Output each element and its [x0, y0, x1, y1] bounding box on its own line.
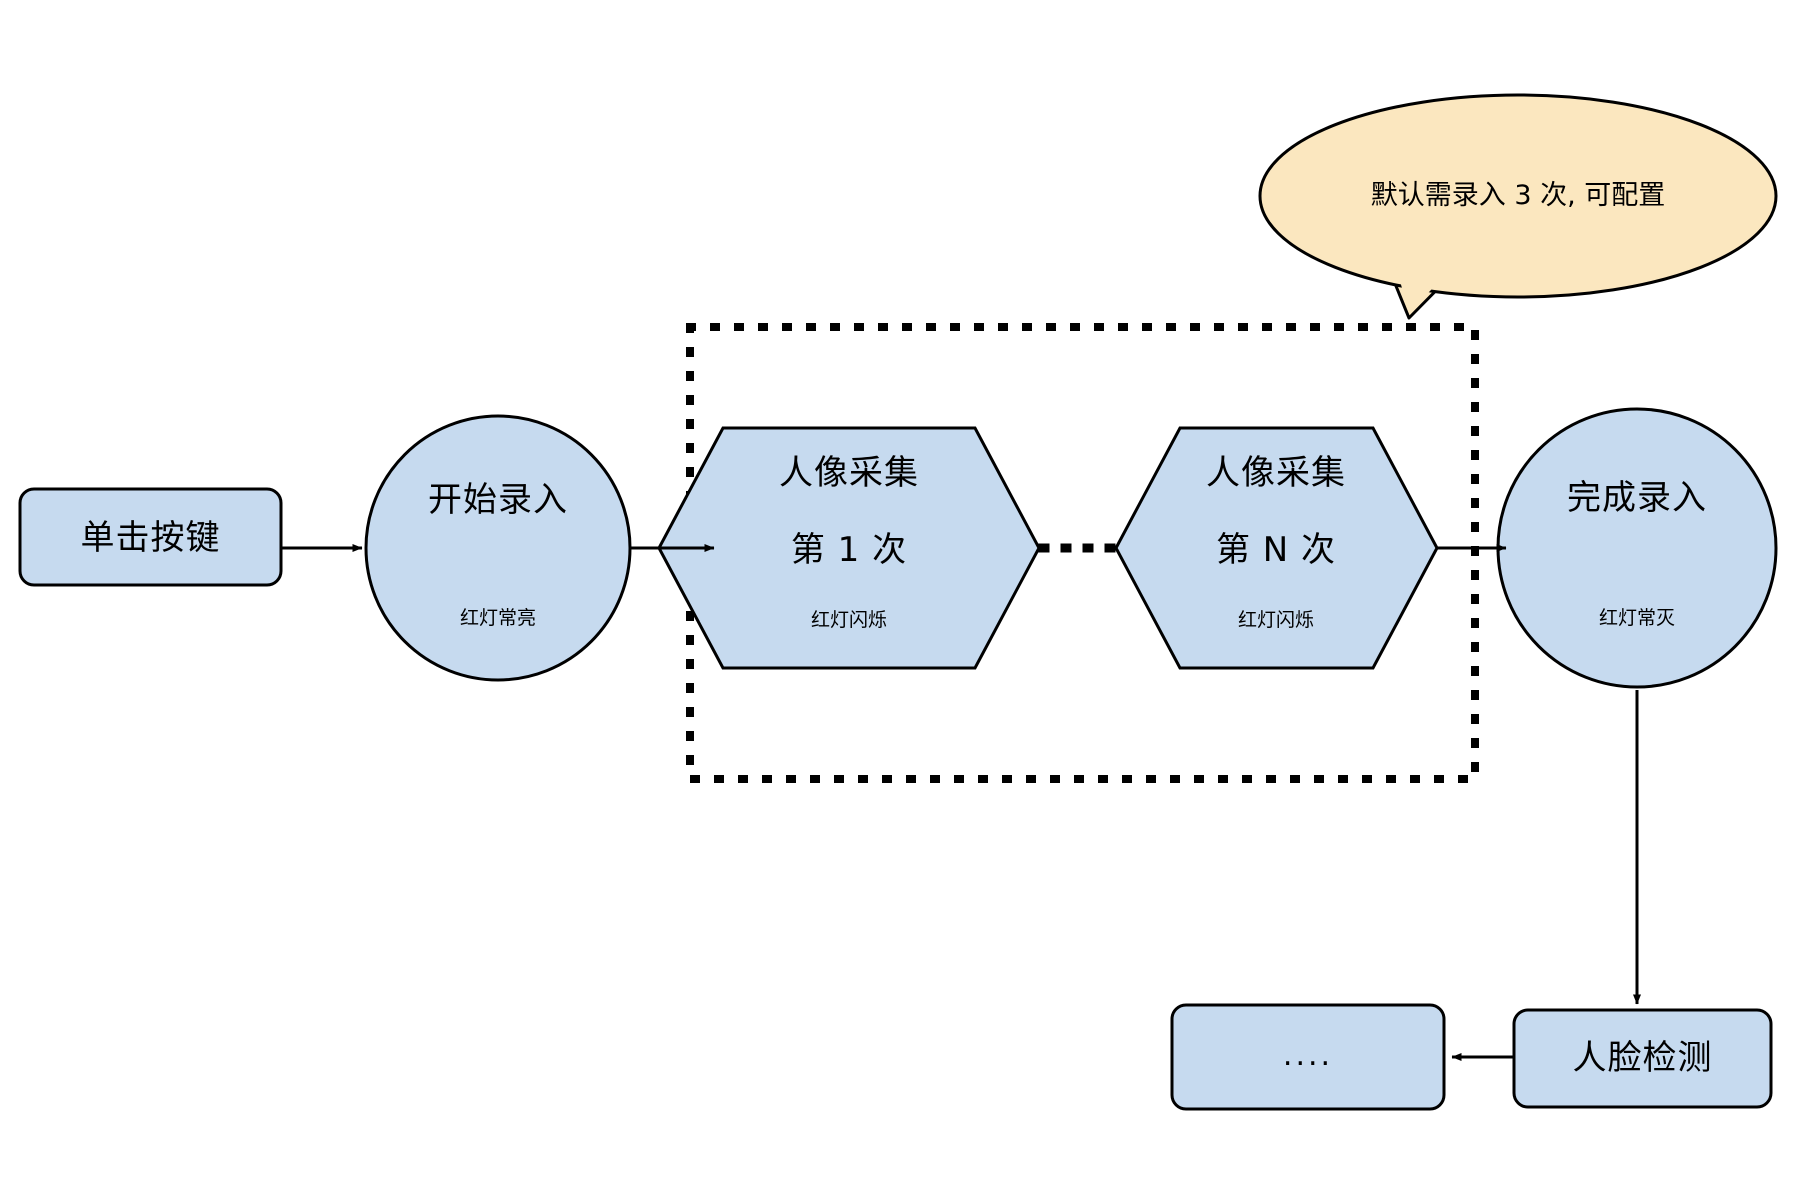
node-click-key-shape[interactable]	[18, 487, 283, 587]
node-capture-nth-shape[interactable]	[1114, 426, 1439, 670]
node-more-steps-shape[interactable]	[1170, 1003, 1446, 1111]
node-face-detect-shape[interactable]	[1512, 1008, 1773, 1109]
callout-bubble	[1258, 93, 1778, 299]
node-start-enroll-shape[interactable]	[364, 414, 632, 682]
capture-loop-group-border	[686, 323, 1479, 783]
callout-tail-seam	[1391, 247, 1472, 313]
node-finish-enroll-shape[interactable]	[1496, 407, 1778, 689]
node-capture-first-shape[interactable]	[657, 426, 1041, 670]
